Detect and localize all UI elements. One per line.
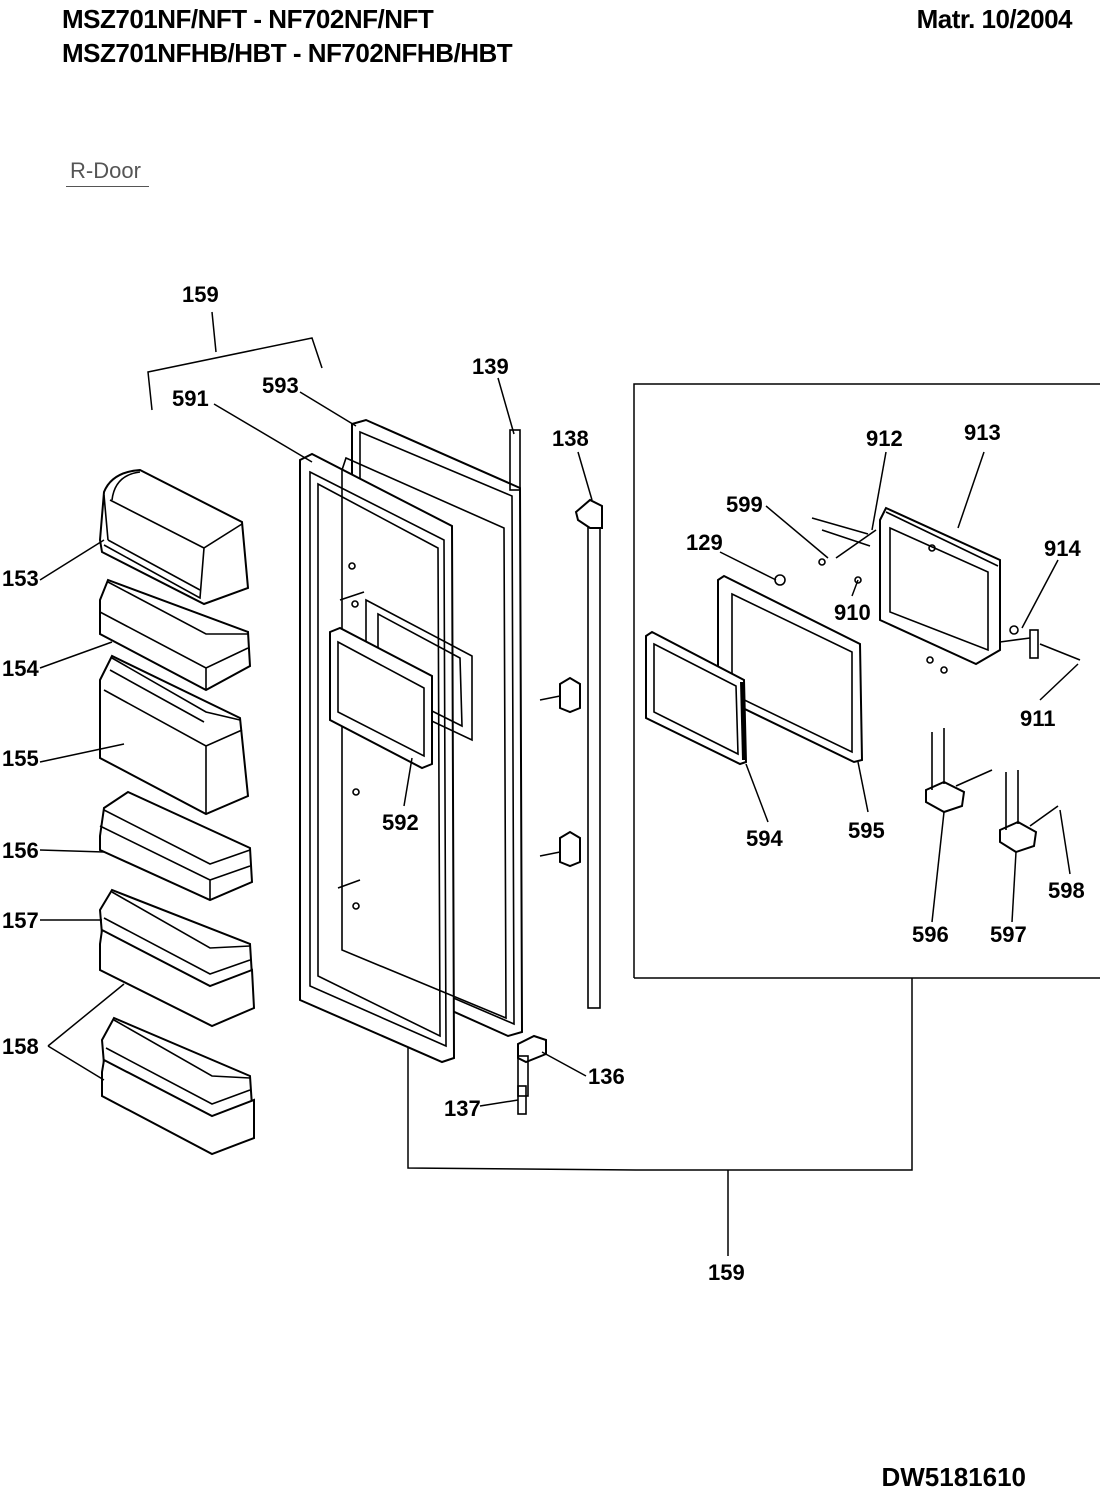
- bin-154: [99, 578, 252, 692]
- title-line-2: MSZ701NFHB/HBT - NF702NFHB/HBT: [62, 38, 513, 68]
- bracket-596: [925, 728, 993, 814]
- callout-911: 911: [1020, 706, 1056, 731]
- bottom-hinge-136: [517, 1034, 547, 1097]
- door-liner-591: [299, 452, 456, 1064]
- callout-136: 136: [588, 1064, 625, 1089]
- callout-153: 153: [2, 566, 39, 591]
- bracket-597: [999, 770, 1059, 854]
- assembly-bracket-top: [147, 311, 323, 411]
- cover-594: [645, 630, 748, 766]
- hinge-pin-139: [509, 429, 521, 491]
- callout-595: 595: [848, 818, 885, 843]
- handle-clips: [539, 676, 581, 868]
- callout-592: 592: [382, 810, 419, 835]
- callout-593: 593: [262, 373, 299, 398]
- leader-lines: [39, 377, 1079, 1107]
- callout-910: 910: [834, 600, 871, 625]
- callout-159-bottom: 159: [708, 1260, 745, 1285]
- document-id: DW5181610: [881, 1462, 1026, 1492]
- title-line-1: MSZ701NF/NFT - NF702NF/NFT: [62, 4, 434, 34]
- callout-129: 129: [686, 530, 723, 555]
- callout-599: 599: [726, 492, 763, 517]
- bin-153: [98, 468, 250, 606]
- section-label: R-Door: [66, 158, 149, 187]
- bin-156: [99, 790, 254, 902]
- callout-156: 156: [2, 838, 39, 863]
- hinge-pin-137: [517, 1085, 527, 1115]
- callout-598: 598: [1048, 878, 1085, 903]
- callout-154: 154: [2, 656, 39, 681]
- bin-158: [100, 1016, 255, 1156]
- handle-138: [574, 498, 603, 1009]
- matr-date: Matr. 10/2004: [916, 4, 1073, 34]
- callout-labels: 159 591 593 139 138 153 154 155 156 157 …: [2, 282, 1085, 1285]
- callout-597: 597: [990, 922, 1027, 947]
- callout-596: 596: [912, 922, 949, 947]
- callout-139: 139: [472, 354, 509, 379]
- callout-155: 155: [2, 746, 39, 771]
- callout-138: 138: [552, 426, 589, 451]
- bin-157: [98, 888, 256, 1028]
- screws-912-910-599: [774, 517, 877, 586]
- callout-159-top: 159: [182, 282, 219, 307]
- callout-158: 158: [2, 1034, 39, 1059]
- callout-137: 137: [444, 1096, 481, 1121]
- callout-913: 913: [964, 420, 1001, 445]
- bin-155: [99, 654, 250, 816]
- callout-594: 594: [746, 826, 783, 851]
- lever-914: [926, 625, 1081, 674]
- dispenser-gasket-592: [329, 626, 433, 770]
- callout-914: 914: [1044, 536, 1081, 561]
- callout-912: 912: [866, 426, 903, 451]
- dispenser-housing-913: [879, 506, 1001, 666]
- detail-inset-frame: [407, 383, 1100, 1256]
- callout-157: 157: [2, 908, 39, 933]
- callout-591: 591: [172, 386, 209, 411]
